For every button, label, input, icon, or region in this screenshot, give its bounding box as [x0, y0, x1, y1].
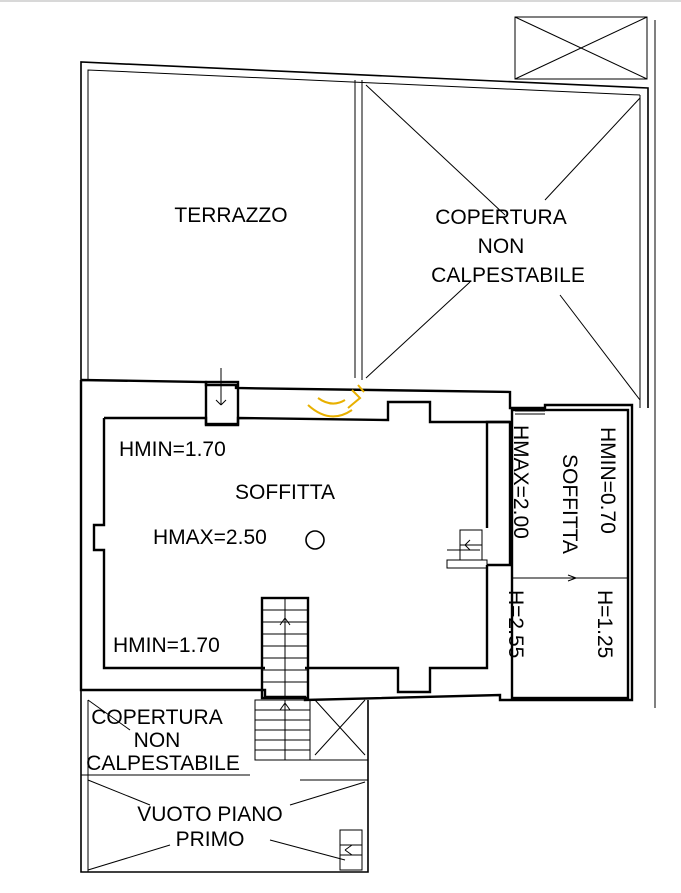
copertura-bottom-line3: CALPESTABILE — [86, 752, 240, 775]
soffitta-main-label: SOFFITTA — [235, 481, 335, 504]
hmin-top-label: HMIN=1.70 — [119, 438, 226, 461]
side-attic — [510, 408, 630, 700]
main-stairs — [254, 596, 311, 761]
seal-icon — [307, 384, 365, 418]
top-right-box — [514, 16, 648, 80]
lower-outline — [80, 690, 369, 873]
copertura-bottom-line2: NON — [134, 729, 181, 752]
circle-icon — [305, 530, 325, 550]
h-255-label: H=2.55 — [504, 590, 527, 658]
soffitta-side-label: SOFFITTA — [558, 454, 581, 554]
upper-outline — [80, 20, 656, 708]
terrazzo-label: TERRAZZO — [174, 204, 287, 227]
vuoto-line2: PRIMO — [176, 828, 245, 851]
small-stair — [446, 529, 488, 569]
hmin-side-label: HMIN=0.70 — [596, 427, 619, 534]
copertura-bottom-line1: COPERTURA — [91, 706, 222, 729]
hmax-main-label: HMAX=2.50 — [153, 526, 267, 549]
copertura-top-line3: CALPESTABILE — [431, 264, 585, 287]
copertura-top-line1: COPERTURA — [435, 206, 566, 229]
h-125-label: H=1.25 — [593, 590, 616, 658]
copertura-top-line2: NON — [478, 235, 525, 258]
vuoto-line1: VUOTO PIANO — [137, 803, 282, 826]
hmax-side-label: HMAX=2.00 — [509, 425, 532, 539]
roof-diagonals — [365, 84, 641, 401]
hmin-bottom-label: HMIN=1.70 — [113, 634, 220, 657]
